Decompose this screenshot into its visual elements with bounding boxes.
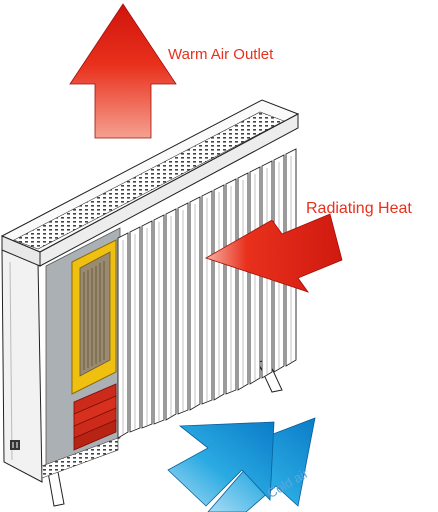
radiating-heat-label: Radiating Heat [306,200,412,217]
radiating-heat-arrow-icon [205,213,343,293]
radiator [0,99,300,507]
cold-air-arrow-icon [167,417,316,512]
radiator-left-leg [47,471,65,507]
radiator-side-panel [1,249,43,483]
heating-element-core [83,261,105,370]
heating-fins [73,383,117,451]
warm-air-arrow-icon [69,3,177,139]
warm-air-outlet-label: Warm Air Outlet [168,46,274,63]
power-switch-icon [10,440,20,450]
cold-air-inlet-grille [41,437,119,479]
